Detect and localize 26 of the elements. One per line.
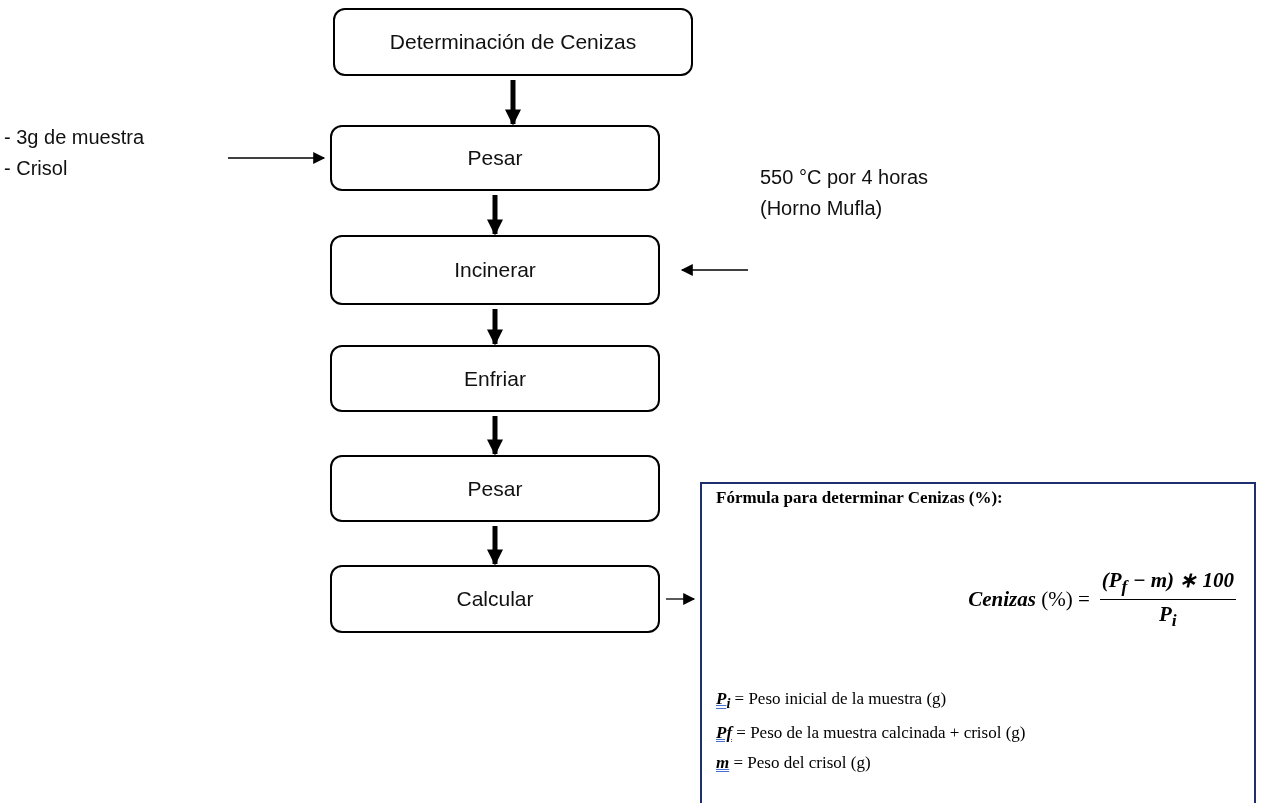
process-box: Pesar [330,455,660,522]
process-box: Pesar [330,125,660,191]
process-box: Determinación de Cenizas [333,8,693,76]
process-box: Incinerar [330,235,660,305]
note-text: 550 °C por 4 horas [760,165,930,190]
note-text: - 3g de muestra [4,125,146,150]
variable-definition: m = Peso del crisol (g) [716,752,871,773]
formula-lhs: Cenizas (%) = [968,587,1090,613]
variable-definition: P$_{i}$ = Peso inicial de la muestra (g) [716,689,947,713]
formula-numerator: (P$_{f}$ − m) ∗ 100 [1099,568,1236,601]
note-text: - Crisol [4,156,69,181]
process-box: Calcular [330,565,660,633]
variable-definition: Pf = Peso de la muestra calcinada + crisol (g) [716,722,1026,743]
formula-box [700,482,1256,803]
arrow [487,416,503,456]
arrow [227,152,326,164]
arrow [487,309,503,346]
process-box: Enfriar [330,345,660,412]
note-text: (Horno Mufla) [760,196,884,221]
arrow [487,526,503,566]
arrow [487,195,503,236]
arrow [505,80,521,126]
formula-heading: Fórmula para determinar Cenizas (%): [716,488,1003,508]
arrow [665,593,696,605]
arrow [680,264,749,276]
formula-denominator: P$_{i}$ [1159,601,1177,632]
